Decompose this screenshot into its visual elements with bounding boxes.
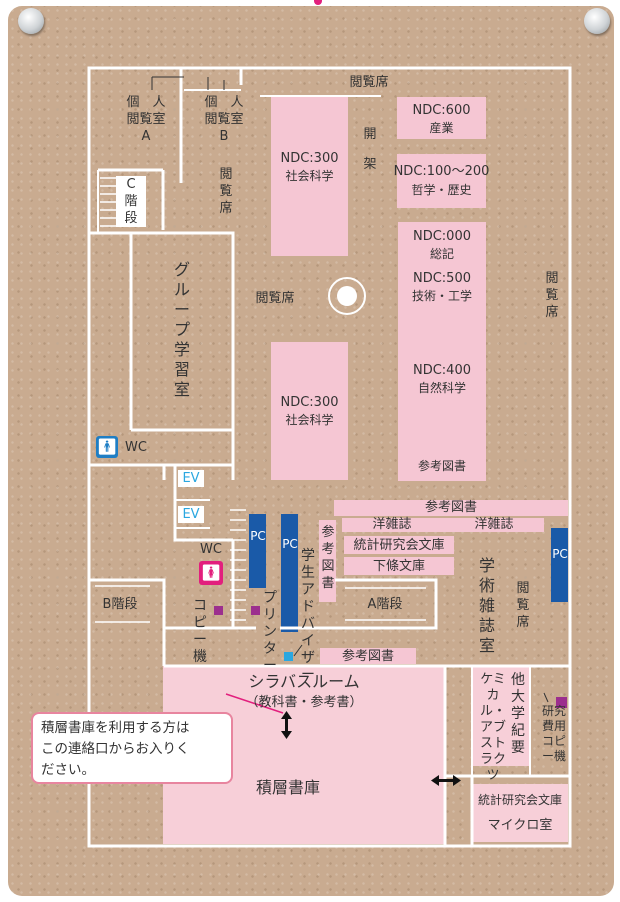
pc-desk-1: [249, 514, 266, 588]
ref-books-label: 参考図書: [417, 459, 466, 473]
academic-mag-room: 学術雑誌室: [478, 556, 495, 655]
stat-bunko-label: 統計研究会文庫: [353, 538, 445, 553]
pc-desk-2: [281, 514, 298, 632]
double-arrow-icon: [431, 775, 461, 786]
wc-women-label: WC: [200, 542, 222, 557]
micro-room-area: [472, 784, 568, 842]
reading-seats-right: 閲 覧 席: [545, 271, 559, 320]
shelf-stat-bunko: [344, 536, 454, 554]
syllabus-room-subtitle: （教科書・参考書）: [245, 695, 363, 710]
shelf-ndc600: [397, 97, 486, 139]
printer-device: [251, 606, 260, 615]
pc-desk-3: [551, 528, 568, 602]
pc-label-1: PC: [250, 529, 266, 543]
ndc400-code: NDC:400: [412, 363, 471, 378]
pc-label-3: PC: [552, 547, 568, 561]
chem-abstracts-label: ケミカル・アブストラクツ: [479, 672, 506, 783]
printer-label: プリンター: [263, 590, 277, 674]
bulletin-area: [473, 666, 529, 766]
kaken-copy-label: 研究費用コピー機: [541, 704, 566, 763]
room-private-b: 個 人 閲覧室 B: [204, 95, 244, 144]
ndc300-bottom-code: NDC:300: [280, 395, 339, 410]
reference-mid-label: 参考図書: [341, 649, 394, 664]
reading-seats-top: 閲覧席: [349, 75, 389, 90]
ndc300-top-name: 社会科学: [285, 169, 334, 183]
reading-seats-mag: 閲 覧 席: [516, 581, 530, 630]
stack-entry-callout: 積層書庫を利用する方は この連絡口からお入りく ださい。: [31, 712, 233, 784]
stair-b: B階段: [102, 597, 138, 612]
ndc500-code: NDC:500: [412, 271, 471, 286]
group-study-room: グループ学習室: [173, 260, 190, 399]
room-private-a: 個 人 閲覧室 A: [126, 95, 166, 144]
shelf-reference-v: [319, 520, 336, 602]
shelf-ndc300-top: [271, 96, 348, 256]
ev-2: EV: [178, 506, 204, 523]
ndc500-name: 技術・工学: [411, 289, 472, 303]
shelf-ndc100: [397, 154, 486, 208]
shelf-ndc300-bottom: [271, 342, 348, 480]
ndc100-code: NDC:100～200: [393, 164, 490, 179]
double-arrow-icon: [281, 711, 292, 739]
open-stack-label: 開 架: [363, 127, 377, 172]
other-bulletins-label: 他大学紀要: [511, 672, 525, 756]
western-mag-1: 洋雑誌: [372, 517, 412, 532]
student-adviser-label: 学生アドバイザー: [301, 548, 315, 683]
copier-kaken: [556, 697, 567, 708]
ndc600-code: NDC:600: [412, 103, 471, 118]
ndc000-name: 総記: [429, 247, 454, 261]
pushpin-icon: [18, 8, 44, 34]
ndc100-name: 哲学・歴史: [411, 183, 472, 197]
stat-bunko-2-label: 統計研究会文庫: [477, 793, 562, 807]
ndc400-name: 自然科学: [417, 381, 466, 395]
reference-v-label: 参考図書: [321, 525, 335, 591]
wc-men-label: WC: [125, 440, 147, 455]
woman-icon: 🚺︎: [199, 561, 223, 585]
reading-seats-center: 閲覧席: [255, 291, 295, 306]
pushpin-icon: [584, 8, 610, 34]
ndc600-name: 産業: [429, 121, 454, 135]
reading-seats-left: 閲 覧 席: [219, 167, 233, 216]
copier-left: [214, 606, 223, 615]
man-icon: 🚹︎: [96, 436, 118, 458]
ev-1: EV: [178, 470, 204, 487]
adviser-desk: [284, 652, 293, 661]
copier-left-label: コピー機: [193, 598, 207, 665]
top-accent: [314, 0, 322, 5]
micro-room-label: マイクロ室: [487, 818, 553, 833]
pc-label-2: PC: [282, 537, 298, 551]
shelf-shimojo: [344, 557, 454, 575]
shelf-reference-mid: [320, 648, 416, 664]
reference-top-label: 参考図書: [424, 500, 477, 515]
western-mag-2: 洋雑誌: [474, 517, 514, 532]
stair-a: A階段: [367, 597, 403, 612]
stair-c: C 階 段: [116, 176, 146, 227]
shelf-ndc000-400: [398, 222, 486, 481]
shimojo-label: 下條文庫: [372, 559, 425, 574]
ndc300-top-code: NDC:300: [280, 151, 339, 166]
stack-room-label: 積層書庫: [255, 778, 320, 797]
ndc300-bottom-name: 社会科学: [285, 413, 334, 427]
shelf-western-mag: [342, 518, 544, 532]
syllabus-room-title: シラバスルーム: [248, 672, 360, 691]
target-icon: [328, 277, 366, 315]
ndc000-code: NDC:000: [412, 229, 471, 244]
shelf-reference-top: [334, 500, 568, 516]
